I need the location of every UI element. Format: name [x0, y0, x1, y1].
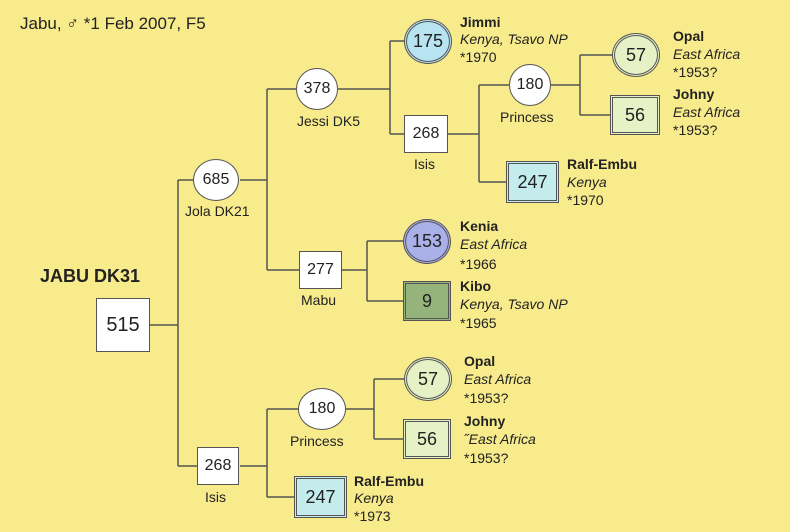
ralf1-origin: Kenya	[567, 174, 607, 190]
kenia-node: 153	[403, 219, 451, 264]
johny2-born: *1953?	[464, 450, 509, 466]
jimmi-name: Jimmi	[460, 14, 501, 30]
jimmi-born: *1970	[460, 49, 497, 65]
isis1-node: 268	[404, 115, 448, 153]
kenia-born: *1966	[460, 256, 497, 272]
opal1-name: Opal	[673, 28, 705, 44]
kenia-origin: East Africa	[460, 236, 528, 252]
root-node: 515	[96, 298, 150, 352]
opal2-born: *1953?	[464, 390, 509, 406]
ralf1-born: *1970	[567, 192, 604, 208]
opal1-born: *1953?	[673, 64, 718, 80]
kenia-name: Kenia	[460, 218, 499, 234]
kibo-origin: Kenya, Tsavo NP	[460, 296, 568, 312]
ralf1-name: Ralf-Embu	[567, 156, 637, 172]
ralf2-name: Ralf-Embu	[354, 473, 424, 489]
ralf1-node: 247	[506, 161, 559, 203]
johny2-origin: ˝East Africa	[464, 431, 536, 447]
ralf2-node: 247	[294, 476, 347, 518]
johny1-origin: East Africa	[673, 104, 741, 120]
link-jola-parents	[240, 88, 299, 271]
johny2-name: Johny	[464, 413, 506, 429]
jessi-label: Jessi DK5	[297, 113, 361, 129]
opal2-origin: East Africa	[464, 371, 532, 387]
kibo-name: Kibo	[460, 278, 492, 294]
jola-node: 685	[193, 159, 239, 201]
johny1-born: *1953?	[673, 122, 718, 138]
mabu-label: Mabu	[301, 292, 337, 308]
root-name: JABU DK31	[40, 266, 141, 286]
princess2-node: 180	[298, 388, 346, 430]
opal2-node: 57	[404, 357, 452, 401]
ralf2-born: *1973	[354, 508, 391, 524]
opal1-node: 57	[612, 33, 660, 77]
johny1-name: Johny	[673, 86, 715, 102]
princess1-node: 180	[509, 64, 551, 106]
link-princess2-parents	[346, 378, 404, 440]
ralf2-origin: Kenya	[354, 490, 394, 506]
johny2-node: 56	[403, 419, 451, 459]
link-jessi-parents	[338, 40, 404, 135]
link-isis2-parents	[240, 408, 298, 498]
jola-label: Jola DK21	[185, 203, 250, 219]
jessi-node: 378	[296, 68, 338, 110]
opal1-origin: East Africa	[673, 46, 741, 62]
chart-title: Jabu, ♂ *1 Feb 2007, F5	[20, 14, 206, 33]
princess2-label: Princess	[290, 433, 344, 449]
link-isis1-parents	[448, 84, 509, 183]
isis2-label: Isis	[205, 489, 226, 505]
isis1-label: Isis	[414, 156, 435, 172]
link-princess1-parents	[550, 54, 612, 116]
jimmi-node: 175	[404, 19, 452, 64]
kibo-born: *1965	[460, 315, 497, 331]
isis2-node: 268	[197, 447, 239, 485]
link-root-parents	[150, 179, 197, 467]
princess1-label: Princess	[500, 109, 554, 125]
mabu-node: 277	[299, 251, 342, 289]
kibo-node: 9	[403, 281, 451, 321]
johny1-node: 56	[610, 95, 660, 135]
jimmi-origin: Kenya, Tsavo NP	[460, 31, 568, 47]
link-mabu-parents	[342, 240, 403, 302]
opal2-name: Opal	[464, 353, 496, 369]
